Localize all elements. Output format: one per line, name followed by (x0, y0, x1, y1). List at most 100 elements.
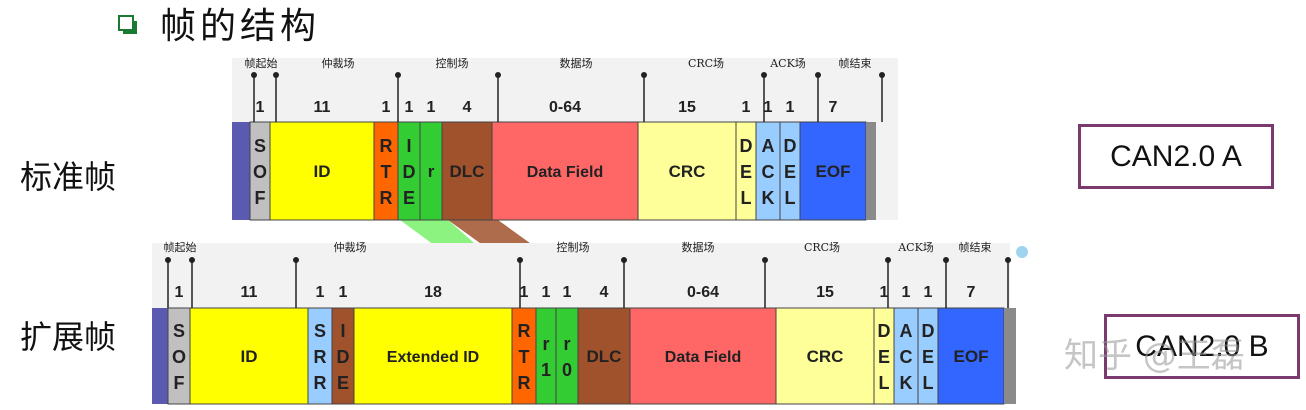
region-label: 仲裁场 (334, 240, 367, 254)
field-label: S (173, 321, 185, 341)
bit-count: 7 (967, 284, 976, 301)
bit-count: 1 (902, 284, 911, 301)
watermark: 知乎 @王磊 (1064, 336, 1245, 376)
field-r1 (535, 307, 557, 405)
bit-count: 15 (678, 99, 696, 116)
bit-count: 1 (742, 99, 751, 116)
field-eof (799, 121, 867, 221)
region-label: 帧结束 (839, 56, 872, 70)
region-boundary-dot (879, 72, 885, 78)
field-label: R (314, 373, 327, 393)
bit-count: 15 (816, 284, 834, 301)
field-eof (937, 307, 1005, 405)
bit-count: 4 (600, 284, 609, 301)
region-boundary-dot (189, 257, 195, 263)
field-label: EOF (816, 162, 851, 181)
field-label: CRC (669, 162, 706, 181)
field-label: D (403, 162, 416, 182)
region-label: CRC场 (804, 240, 840, 254)
region-boundary-dot (395, 72, 401, 78)
field-data-field (629, 307, 777, 405)
region-boundary-dot (641, 72, 647, 78)
bit-count: 11 (241, 284, 258, 301)
bit-count: 1 (405, 99, 414, 116)
bullet-icon (118, 15, 137, 34)
field-label: O (172, 347, 186, 367)
field-label: A (762, 136, 775, 156)
bit-count: 1 (427, 99, 436, 116)
field-label: I (340, 321, 345, 341)
standard-bus-idle-stripe (232, 122, 250, 220)
extended-bus-idle-stripe (152, 308, 168, 404)
field-label: I (406, 136, 411, 156)
field-label: T (519, 347, 530, 367)
field-label: Data Field (665, 349, 741, 366)
field-label: r (428, 162, 435, 181)
field-label: r (542, 334, 549, 354)
region-label: ACK场 (769, 56, 806, 70)
region-label: 控制场 (436, 56, 469, 70)
field-id (189, 307, 309, 405)
field-label: E (740, 162, 752, 182)
field-label: K (762, 188, 775, 208)
field-label: 0 (562, 360, 572, 380)
bit-count: 1 (880, 284, 889, 301)
region-boundary-dot (762, 257, 768, 263)
region-boundary-dot (517, 257, 523, 263)
region-boundary-dot (165, 257, 171, 263)
region-boundary-dot (495, 72, 501, 78)
field-label: DLC (450, 162, 485, 181)
field-rtr (511, 307, 537, 405)
region-boundary-dot (1005, 257, 1011, 263)
field-extended-id (353, 307, 513, 405)
title-row: 帧的结构 (118, 0, 320, 47)
region-label: CRC场 (688, 56, 724, 70)
field-label: L (741, 188, 752, 208)
field-label: R (518, 373, 531, 393)
field-r0 (555, 307, 579, 405)
field-label: E (922, 347, 934, 367)
field-label: K (900, 373, 913, 393)
field-label: CRC (807, 347, 844, 366)
field-label: Data Field (527, 164, 603, 181)
region-label: 帧起始 (164, 240, 197, 254)
field-id (269, 121, 375, 221)
region-boundary-dot (815, 72, 821, 78)
field-label: ID (241, 347, 258, 366)
bit-count: 1 (175, 284, 184, 301)
region-label: 数据场 (560, 56, 593, 70)
field-label: R (380, 136, 393, 156)
bit-count: 1 (382, 99, 391, 116)
field-label: D (922, 321, 935, 341)
field-label: Extended ID (387, 349, 479, 366)
bit-count: 1 (542, 284, 551, 301)
field-label: E (784, 162, 796, 182)
field-label: R (518, 321, 531, 341)
region-label: 仲裁场 (322, 56, 355, 70)
region-boundary-dot (293, 257, 299, 263)
region-boundary-dot (251, 72, 257, 78)
region-label: 控制场 (557, 240, 590, 254)
field-label: D (740, 136, 753, 156)
field-label: DLC (587, 347, 622, 366)
bit-count: 7 (829, 99, 838, 116)
field-label: E (337, 373, 349, 393)
field-label: L (879, 373, 890, 393)
region-label: 帧起始 (245, 56, 278, 70)
decorative-dot-icon (1016, 246, 1028, 258)
version-box-b: CAN2.0 B (1104, 314, 1300, 379)
field-label: S (254, 136, 266, 156)
bit-count: 1 (924, 284, 933, 301)
field-label: 1 (541, 360, 551, 380)
bit-count: 11 (314, 99, 331, 116)
field-label: R (380, 188, 393, 208)
bit-count: 1 (256, 99, 265, 116)
region-label: 数据场 (682, 240, 715, 254)
region-label: 帧结束 (959, 240, 992, 254)
region-boundary-dot (273, 72, 279, 78)
bit-count: 1 (563, 284, 572, 301)
region-boundary-dot (761, 72, 767, 78)
